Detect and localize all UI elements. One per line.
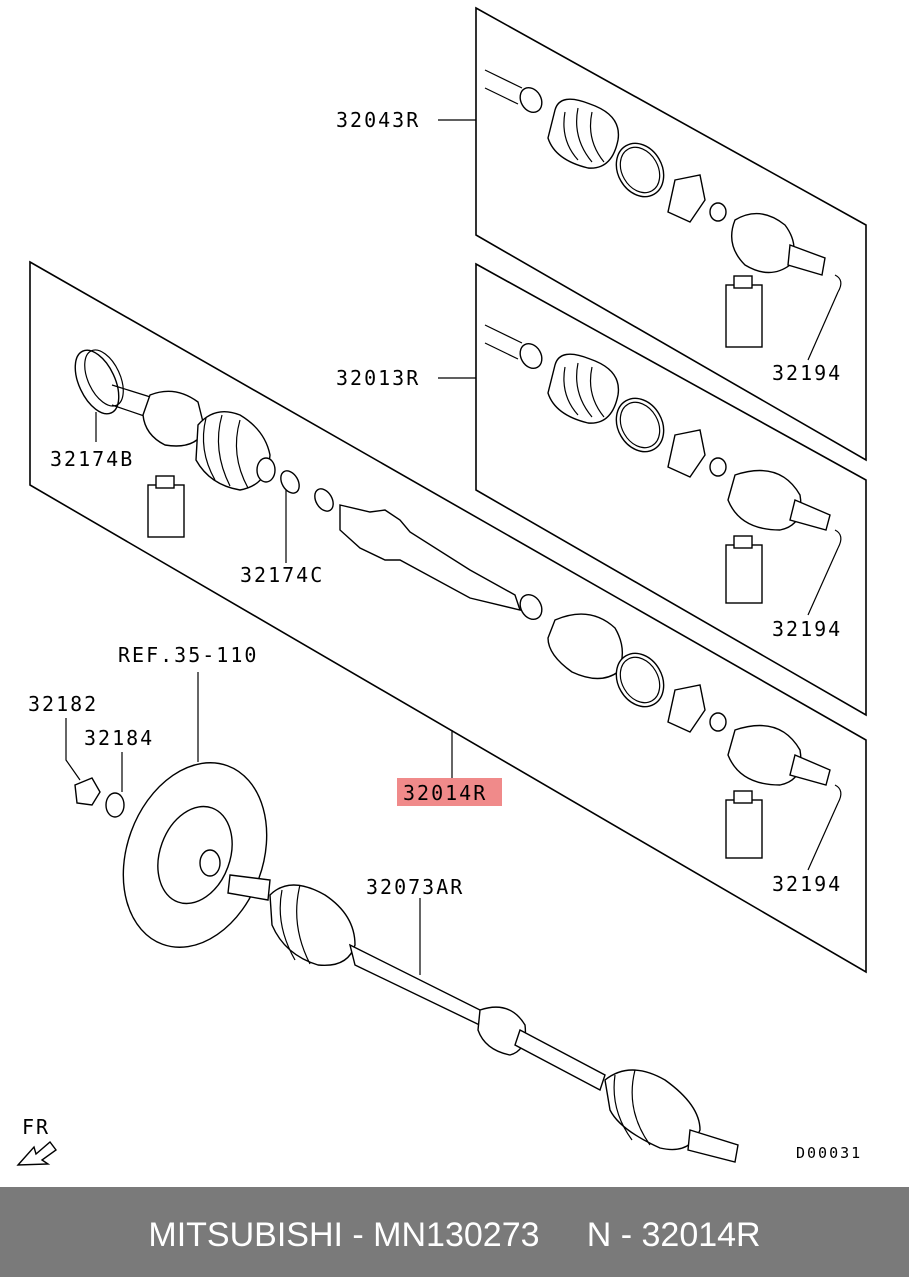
highlight-32014r [397,778,502,806]
label-32073ar[interactable]: 32073AR [366,875,464,899]
label-32174c[interactable]: 32174C [240,563,324,587]
label-32013r[interactable]: 32013R [336,366,420,390]
panel-32043r [475,6,867,462]
parts-diagram: 32043R 32013R 32174B 32174C 32194 32194 … [16,6,867,1166]
label-32194-bot[interactable]: 32194 [772,872,842,896]
drive-shaft-32073ar [227,874,739,1163]
diagram-code: D00031 [796,1144,862,1162]
brake-disc-hub [74,762,268,948]
drive-shaft-assembly-parts [74,349,842,871]
inner-joint-kit-parts [484,69,842,361]
boot-kit-parts [484,324,842,616]
label-32043r[interactable]: 32043R [336,108,420,132]
label-fr: FR [22,1115,50,1139]
front-direction-icon [16,1140,57,1166]
footer-part-info: MITSUBISHI - MN130273 N - 32014R [148,1216,761,1254]
footer-bar: MITSUBISHI - MN130273 N - 32014R [0,1187,909,1277]
label-32174b[interactable]: 32174B [50,447,134,471]
label-32194-mid[interactable]: 32194 [772,617,842,641]
panel-32014r [29,260,867,974]
panel-32013r [475,262,867,717]
label-32184[interactable]: 32184 [84,726,154,750]
label-32194-top[interactable]: 32194 [772,361,842,385]
label-ref-35-110[interactable]: REF.35-110 [118,643,258,667]
label-32014r[interactable]: 32014R [403,781,487,805]
label-32182[interactable]: 32182 [28,692,98,716]
leader-lines [65,119,476,975]
